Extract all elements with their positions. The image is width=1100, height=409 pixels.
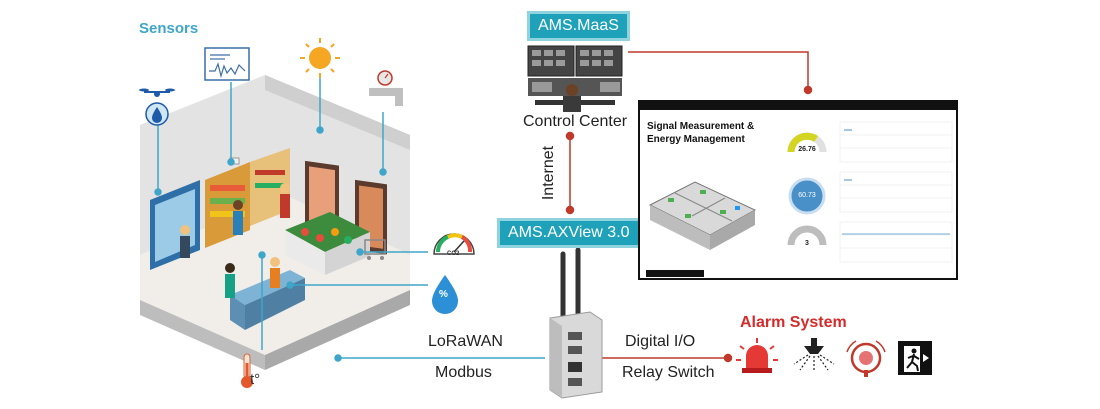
store-illustration	[140, 75, 410, 370]
control-center-illustration	[527, 45, 623, 112]
lorawan-label: LoRaWAN	[428, 333, 503, 350]
humidity-gauge-value: 60.73	[798, 192, 816, 199]
co2-label: CO2	[447, 251, 460, 257]
alarm-bell-icon	[846, 340, 886, 377]
dashboard-header-bar	[640, 102, 956, 110]
dashboard-footer-bar	[646, 270, 704, 277]
battery-gauge-value: 3	[805, 240, 809, 247]
axview-badge: AMS.AXView 3.0	[497, 218, 641, 248]
sensor-connectors	[154, 78, 545, 362]
humidity-gauge	[788, 177, 826, 215]
water-sensor-icon	[145, 102, 169, 126]
modbus-label: Modbus	[435, 364, 492, 381]
drone-icon	[139, 88, 175, 97]
battery-gauge	[787, 225, 827, 246]
alarm-system-heading: Alarm System	[740, 314, 847, 331]
sensors-heading: Sensors	[139, 20, 199, 37]
humidity-label: %	[439, 289, 448, 300]
vibration-chart-icon	[204, 47, 250, 81]
relay-switch-label: Relay Switch	[622, 364, 715, 381]
water-meter-icon	[369, 70, 403, 106]
dashboard-body	[646, 121, 953, 277]
dashboard-title: Signal Measurement & Energy Management	[647, 121, 755, 145]
dashboard-panel: Signal Measurement & Energy Management	[638, 100, 958, 280]
co2-gauge-icon	[433, 233, 475, 255]
maas-badge: AMS.MaaS	[527, 11, 630, 41]
sprinkler-icon	[793, 338, 835, 372]
floor-plan-illustration	[648, 181, 757, 250]
digital-io-label: Digital I/O	[625, 333, 696, 350]
sun-icon	[300, 38, 340, 78]
temperature-label: t°	[250, 371, 261, 388]
internet-label: Internet	[540, 145, 558, 201]
siren-icon	[736, 338, 778, 373]
temperature-gauge-value: 26.76	[798, 146, 816, 153]
temperature-gauge	[787, 132, 827, 153]
dashboard-charts	[839, 121, 953, 263]
emergency-exit-icon	[898, 341, 932, 375]
humidity-drop-icon	[432, 275, 458, 314]
thermometer-icon	[241, 353, 253, 388]
network-connectors	[565, 51, 813, 363]
gateway-device-illustration	[549, 247, 603, 399]
control-center-label: Control Center	[523, 113, 628, 130]
